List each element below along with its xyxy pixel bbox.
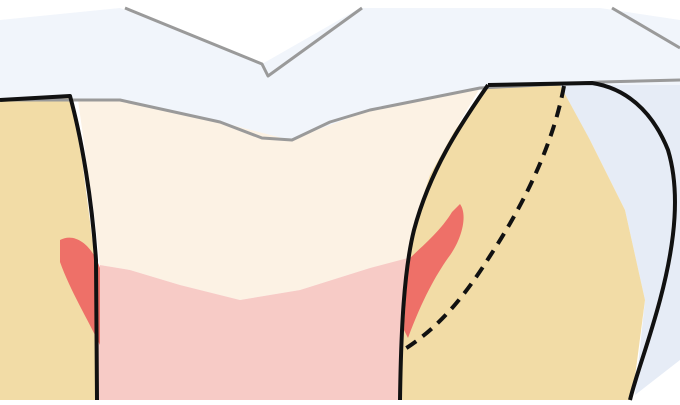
- tooth-illustration: [0, 0, 680, 405]
- tooth-cross-section-diagram: [0, 0, 680, 405]
